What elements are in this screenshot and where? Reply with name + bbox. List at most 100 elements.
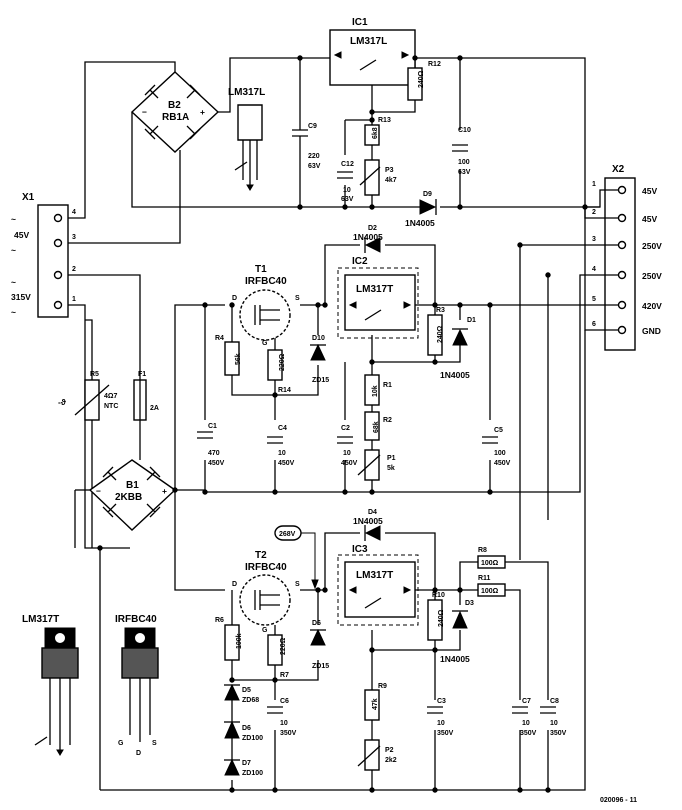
svg-text:-ϑ: -ϑ <box>58 397 66 407</box>
zener-d6: D6 ZD100 <box>224 700 263 742</box>
svg-text:R10: R10 <box>432 592 445 599</box>
svg-text:P2: P2 <box>385 747 394 754</box>
svg-text:ZD15: ZD15 <box>312 663 329 670</box>
svg-text:350V: 350V <box>280 730 297 737</box>
x1-pin-2: 2 <box>72 266 76 273</box>
svg-text:S: S <box>295 581 300 588</box>
svg-text:R5: R5 <box>90 371 99 378</box>
resistor-r8: R8 100Ω <box>477 547 506 569</box>
resistor-r13: R13 6k8 <box>364 117 391 146</box>
svg-text:56k: 56k <box>235 353 242 365</box>
x1-tilde-1: ~ <box>11 214 16 224</box>
svg-text:T2: T2 <box>255 550 267 561</box>
svg-text:LM317T: LM317T <box>22 614 59 625</box>
svg-text:IC2: IC2 <box>352 256 368 267</box>
zener-d6-zd15: D6 ZD15 <box>310 620 329 670</box>
svg-text:R1: R1 <box>383 382 392 389</box>
capacitor-c2: C2 10 450V <box>337 425 358 467</box>
svg-text:C5: C5 <box>494 427 503 434</box>
resistor-r11: R11 100Ω <box>477 575 506 597</box>
irfbc40-package: IRFBC40 G D S <box>115 614 159 757</box>
svg-text:NTC: NTC <box>104 403 118 410</box>
svg-text:450V: 450V <box>494 460 511 467</box>
connector-x2: X2 1 2 3 4 5 6 45V 45V 250V 250V 420V GN… <box>585 164 662 351</box>
svg-text:1N4005: 1N4005 <box>440 370 470 380</box>
svg-text:C9: C9 <box>308 123 317 130</box>
svg-text:10: 10 <box>550 720 558 727</box>
svg-text:IC3: IC3 <box>352 544 368 555</box>
capacitor-c4: C4 10 450V <box>267 425 295 467</box>
bridge-b1: B1 2KBB − + <box>88 459 177 531</box>
lm317t-package: LM317T <box>22 614 79 756</box>
x2-label-1: 45V <box>642 186 657 196</box>
svg-text:ZD100: ZD100 <box>242 735 263 742</box>
svg-text:S: S <box>295 295 300 302</box>
bridge-b2: B2 RB1A − + <box>130 71 220 153</box>
svg-text:R6: R6 <box>215 617 224 624</box>
wiring <box>68 57 600 791</box>
svg-text:R2: R2 <box>383 417 392 424</box>
x2-ref: X2 <box>612 164 625 175</box>
svg-text:P3: P3 <box>385 167 394 174</box>
svg-text:−: − <box>142 107 147 117</box>
svg-text:LM317T: LM317T <box>356 284 393 295</box>
svg-text:1N4005: 1N4005 <box>440 654 470 664</box>
svg-text:10: 10 <box>522 720 530 727</box>
svg-text:C10: C10 <box>458 127 471 134</box>
svg-text:R3: R3 <box>436 307 445 314</box>
diode-d9: D9 1N4005 <box>405 191 437 228</box>
x1-pin-3: 3 <box>72 234 76 241</box>
svg-text:47k: 47k <box>372 698 379 710</box>
diode-d2: D2 1N4005 <box>353 225 383 253</box>
svg-text:450V: 450V <box>208 460 225 467</box>
svg-text:63V: 63V <box>458 169 471 176</box>
svg-text:LM317T: LM317T <box>356 570 393 581</box>
x2-pin-4: 4 <box>592 266 596 273</box>
svg-text:F1: F1 <box>138 371 146 378</box>
x2-label-5: 420V <box>642 301 662 311</box>
svg-text:D2: D2 <box>368 225 377 232</box>
svg-text:5k: 5k <box>387 465 395 472</box>
x2-pin-5: 5 <box>592 296 596 303</box>
svg-text:10: 10 <box>278 450 286 457</box>
ic1-ref: IC1 <box>352 17 368 28</box>
x1-tilde-3: ~ <box>11 277 16 287</box>
svg-text:R13: R13 <box>378 117 391 124</box>
svg-text:D1: D1 <box>467 317 476 324</box>
x1-label-45v: 45V <box>14 230 29 240</box>
svg-text:D: D <box>136 750 141 757</box>
svg-text:D4: D4 <box>368 509 377 516</box>
ic1-type: LM317L <box>350 36 387 47</box>
voltage-badge-268v: 268V <box>274 525 302 541</box>
capacitor-c1: C1 470 450V <box>197 423 225 467</box>
svg-text:D6: D6 <box>242 725 251 732</box>
zener-d5: D5 ZD68 <box>224 683 259 704</box>
svg-text:10: 10 <box>280 720 288 727</box>
svg-text:ZD15: ZD15 <box>312 377 329 384</box>
svg-text:C4: C4 <box>278 425 287 432</box>
x2-pin-6: 6 <box>592 321 596 328</box>
x2-label-4: 250V <box>642 271 662 281</box>
resistor-r1: R1 10k <box>364 374 392 406</box>
svg-text:100Ω: 100Ω <box>481 588 499 595</box>
diode-d1: D1 1N4005 <box>440 317 476 380</box>
diode-d4: D4 1N4005 <box>353 509 383 541</box>
svg-text:ZD100: ZD100 <box>242 770 263 777</box>
fuse-f1: F1 2A <box>133 371 159 421</box>
svg-text:220Ω: 220Ω <box>279 353 286 371</box>
resistor-r4: R4 56k <box>215 335 242 376</box>
resistor-r6: R6 100k <box>215 617 243 661</box>
x2-pin-1: 1 <box>592 181 596 188</box>
svg-text:T1: T1 <box>255 264 267 275</box>
resistor-r3: R3 240Ω <box>427 307 445 356</box>
svg-text:G: G <box>118 740 124 747</box>
ic1-lm317l: IC1 LM317L <box>329 17 416 86</box>
drawing-code: 020096 - 11 <box>600 797 637 804</box>
svg-text:2A: 2A <box>150 405 159 412</box>
svg-text:P1: P1 <box>387 455 396 462</box>
x1-pin-1: 1 <box>72 296 76 303</box>
svg-text:C1: C1 <box>208 423 217 430</box>
svg-text:100: 100 <box>494 450 506 457</box>
x2-label-2: 45V <box>642 214 657 224</box>
